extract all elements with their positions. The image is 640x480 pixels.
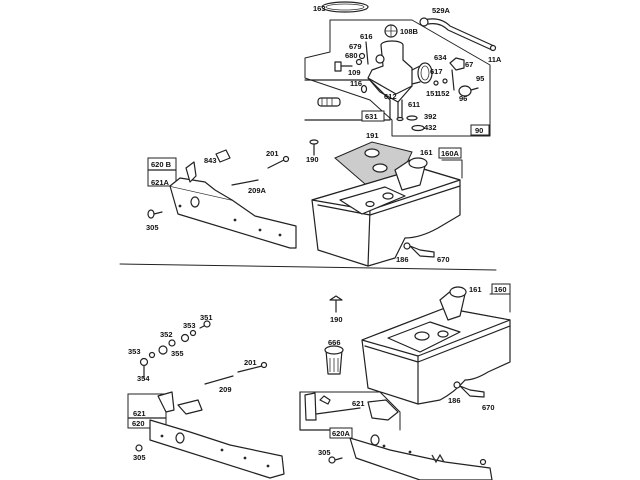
label-631: 631 [365, 112, 378, 121]
label-352: 352 [160, 330, 173, 339]
label-353-bottom: 353 [128, 347, 141, 356]
label-392: 392 [424, 112, 437, 121]
bracket-plate-620A [349, 437, 493, 480]
lower-tank-labels: 161 160 190 666 186 670 [328, 285, 507, 412]
label-201: 201 [266, 149, 279, 158]
label-186: 186 [396, 255, 409, 264]
upper-control-bracket [147, 149, 297, 249]
label-620A: 620A [332, 429, 351, 438]
label-190-lower: 190 [330, 315, 343, 324]
label-191: 191 [366, 131, 379, 140]
label-161: 161 [420, 148, 433, 157]
label-108B: 108B [400, 27, 419, 36]
label-186-lower: 186 [448, 396, 461, 405]
label-670: 670 [437, 255, 450, 264]
label-529A: 529A [432, 6, 451, 15]
label-160: 160 [494, 285, 507, 294]
label-305: 305 [146, 223, 159, 232]
section-divider [119, 263, 497, 271]
label-151: 151 [426, 89, 439, 98]
label-680: 680 [345, 51, 358, 60]
carburetor-labels: 163 529A 108B 616 679 680 109 116 617 63… [313, 4, 502, 135]
bracket-plate-620 [149, 419, 285, 479]
upper-tank-labels: 191 161 160A 190 186 670 [306, 131, 460, 264]
label-621: 621 [133, 409, 146, 418]
label-109: 109 [348, 68, 361, 77]
lower-right-bracket-labels: 621 620A 305 [318, 399, 365, 457]
label-621-right: 621 [352, 399, 365, 408]
label-160A: 160A [441, 149, 460, 158]
lower-right-bracket [299, 391, 493, 480]
label-351: 351 [200, 313, 213, 322]
label-11A: 11A [488, 55, 502, 64]
carburetor-body [367, 44, 413, 95]
label-201-lower: 201 [244, 358, 257, 367]
gasket-ring-163 [321, 1, 369, 13]
label-666: 666 [328, 338, 341, 347]
carburetor-frame [304, 19, 491, 137]
label-116: 116 [350, 79, 362, 88]
upper-fuel-tank [309, 139, 463, 267]
label-152: 152 [437, 89, 450, 98]
label-616: 616 [360, 32, 373, 41]
lower-fuel-tank [324, 283, 511, 405]
label-209A: 209A [248, 186, 267, 195]
label-620: 620 [132, 419, 145, 428]
bracket-plate [169, 185, 297, 249]
upper-bracket-labels: 620 B 621A 843 201 209A 305 [146, 149, 279, 232]
label-634: 634 [434, 53, 447, 62]
label-354: 354 [137, 374, 150, 383]
lower-left-bracket-labels: 351 353 352 355 353 354 201 209 621 620 … [128, 313, 257, 462]
label-96: 96 [459, 94, 467, 103]
label-611: 611 [408, 100, 420, 109]
label-620B: 620 B [151, 160, 172, 169]
label-617: 617 [430, 67, 443, 76]
label-305-right: 305 [318, 448, 331, 457]
carburetor-group [304, 1, 497, 137]
label-190: 190 [306, 155, 319, 164]
label-612: 612 [384, 92, 397, 101]
fuel-line-529A [423, 18, 495, 51]
label-355: 355 [171, 349, 184, 358]
label-621A: 621A [151, 178, 170, 187]
label-209: 209 [219, 385, 232, 394]
label-432: 432 [424, 123, 437, 132]
label-353-top: 353 [183, 321, 196, 330]
label-843: 843 [204, 156, 217, 165]
lower-left-bracket [127, 320, 285, 479]
label-90: 90 [475, 126, 483, 135]
label-161-lower: 161 [469, 285, 482, 294]
label-163: 163 [313, 4, 326, 13]
label-67: 67 [465, 60, 473, 69]
label-95: 95 [476, 74, 484, 83]
label-305-lower: 305 [133, 453, 146, 462]
label-670-lower: 670 [482, 403, 495, 412]
label-679: 679 [349, 42, 362, 51]
